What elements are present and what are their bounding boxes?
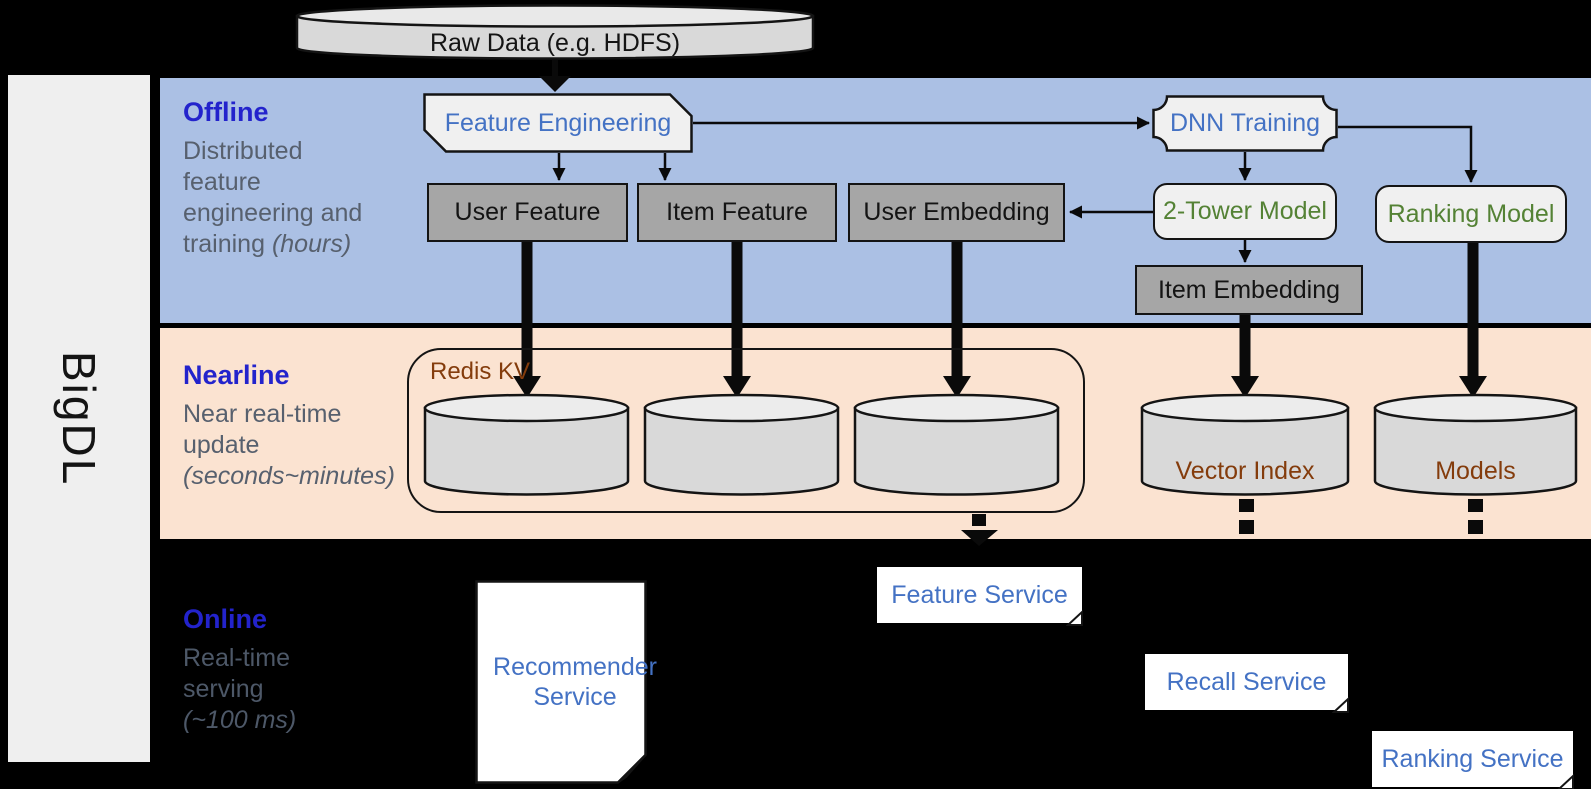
offline-layer-label: Offline Distributed feature engineering … [183,97,421,260]
recall-service-node: Recall Service [1145,654,1349,713]
raw-data-label: Raw Data (e.g. HDFS) [429,28,681,57]
nearline-layer-label: Nearline Near real-time update (seconds~… [183,360,421,492]
recommender-service-node: Recommender Service [475,580,657,784]
user-feature-node: User Feature [427,183,628,242]
redis-kv-container [407,348,1085,513]
item-embedding-node: Item Embedding [1135,265,1363,315]
page-curl-icon [1332,696,1349,713]
recall-service-label: Recall Service [1166,667,1327,696]
two-tower-model-node: 2-Tower Model [1153,183,1337,240]
online-layer-label: Online Real-time serving (~100 ms) [183,604,421,736]
brand-label: BigDL [53,350,105,487]
nearline-title: Nearline [183,360,290,390]
ranking-model-label: Ranking Model [1387,199,1555,228]
feature-engineering-node: Feature Engineering [423,93,693,153]
ranking-model-node: Ranking Model [1375,185,1567,243]
user-embedding-label: User Embedding [863,198,1050,226]
user-feature-label: User Feature [454,198,601,226]
models-label: Models [1435,456,1516,485]
recommender-service-label: Recommender Service [493,653,657,711]
ranking-service-label: Ranking Service [1381,744,1564,773]
ranking-service-node: Ranking Service [1372,731,1574,789]
brand-sidebar: BigDL [8,75,150,762]
feature-engineering-label: Feature Engineering [444,108,672,137]
page-curl-icon [1066,609,1083,626]
online-description: Real-time serving (~100 ms) [183,644,297,734]
feature-service-label: Feature Service [891,580,1068,609]
nearline-description: Near real-time update (seconds~minutes) [183,400,395,490]
feature-service-node: Feature Service [877,567,1083,626]
redis-cylinder-2 [643,393,840,497]
vector-index-cylinder: Vector Index [1140,393,1350,497]
online-title: Online [183,604,268,634]
item-embedding-label: Item Embedding [1157,275,1341,304]
dnn-training-node: DNN Training [1152,95,1338,152]
models-cylinder: Models [1373,393,1578,497]
item-feature-label: Item Feature [666,198,808,226]
two-tower-model-label: 2-Tower Model [1163,197,1327,225]
offline-description: Distributed feature engineering and trai… [183,137,363,258]
vector-index-label: Vector Index [1175,456,1315,485]
redis-cylinder-3 [853,393,1060,497]
raw-data-cylinder: Raw Data (e.g. HDFS) [295,4,815,62]
offline-title: Offline [183,97,269,127]
redis-kv-label: Redis KV [430,358,531,385]
user-embedding-node: User Embedding [848,183,1065,242]
page-curl-icon [1557,773,1574,789]
dnn-training-label: DNN Training [1169,109,1321,137]
redis-cylinder-1 [423,393,630,497]
item-feature-node: Item Feature [637,183,837,242]
